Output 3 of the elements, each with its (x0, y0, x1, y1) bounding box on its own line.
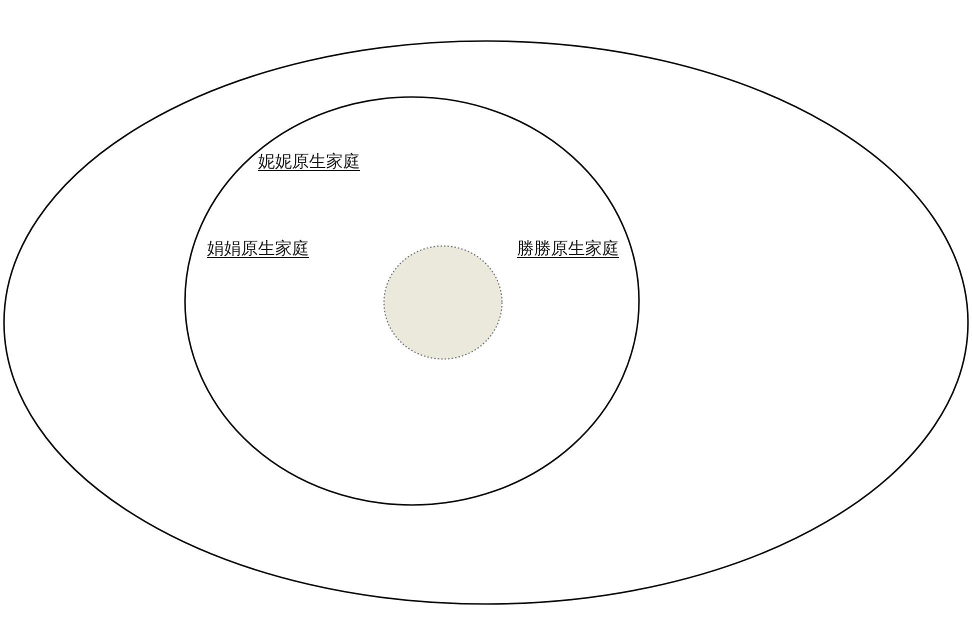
family-heading: 娟娟原生家庭 (207, 238, 309, 260)
family-heading: 妮妮原生家庭 (258, 151, 360, 173)
family-heading: 勝勝原生家庭 (517, 238, 619, 260)
